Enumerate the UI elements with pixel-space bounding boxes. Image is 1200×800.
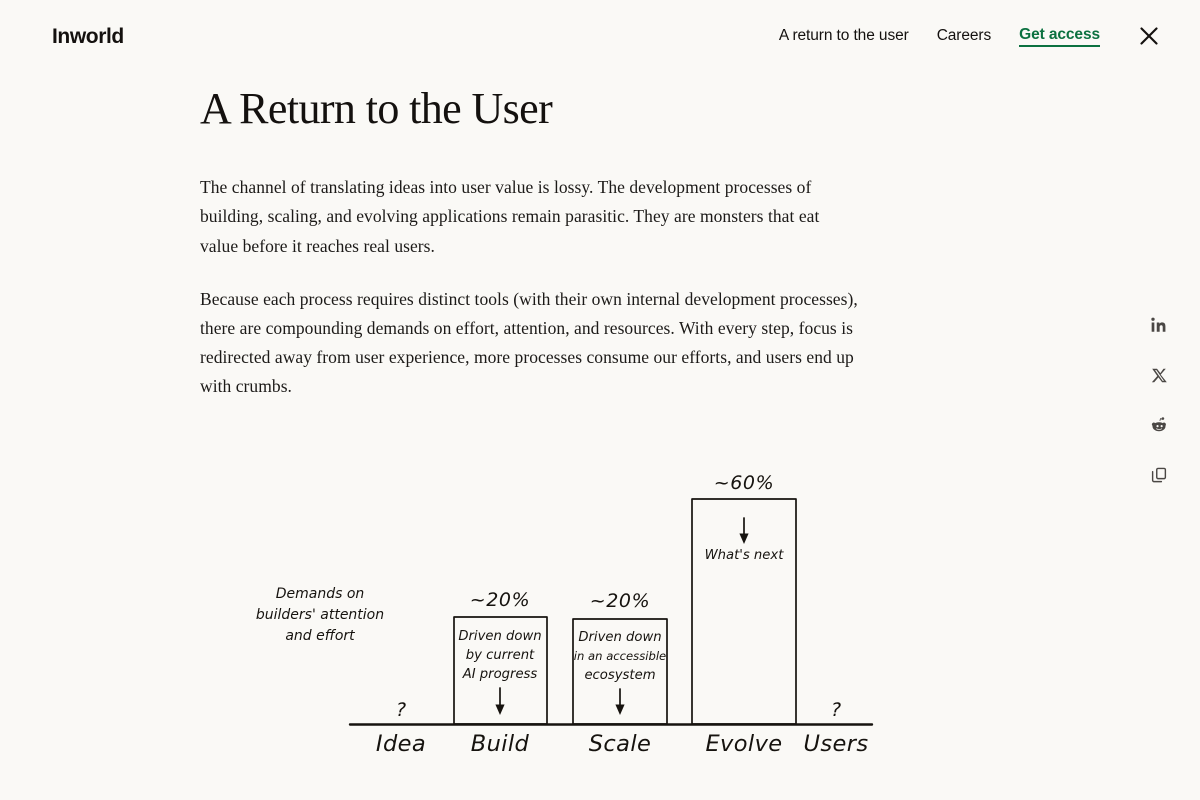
- copy-link-icon: [1150, 466, 1168, 484]
- share-x-button[interactable]: [1146, 362, 1172, 388]
- close-button[interactable]: [1136, 23, 1162, 49]
- reddit-icon: [1150, 416, 1168, 434]
- chart-bar-group-evolve: ~60% What's next Evolve: [691, 472, 797, 757]
- scale-value-label: ~20%: [590, 590, 651, 612]
- scale-note-line-2: in an accessible: [574, 649, 666, 663]
- chart-axis-label: Demands on builders' attention and effor…: [256, 586, 384, 644]
- users-value-label: ?: [831, 699, 841, 721]
- article-body: The channel of translating ideas into us…: [200, 173, 860, 401]
- site-header: Inworld A return to the user Careers Get…: [0, 0, 1200, 72]
- chart-bar-group-idea: ? Idea: [376, 699, 426, 757]
- bar-chart-svg: Demands on builders' attention and effor…: [256, 472, 874, 757]
- page-title: A Return to the User: [200, 84, 553, 133]
- chart-bar-group-build: ~20% Driven down by current AI progress …: [453, 589, 548, 757]
- x-twitter-icon: [1151, 367, 1168, 384]
- article-paragraph-2: Because each process requires distinct t…: [200, 288, 858, 397]
- nav-item-get-access[interactable]: Get access: [1019, 26, 1100, 47]
- build-note-line-1: Driven down: [458, 629, 541, 644]
- category-label-build: Build: [471, 731, 530, 757]
- axis-label-line-2: builders' attention: [256, 607, 384, 623]
- article-content: A Return to the User The channel of tran…: [200, 84, 860, 402]
- bar-chart-figure: Demands on builders' attention and effor…: [240, 456, 920, 776]
- build-value-label: ~20%: [470, 589, 531, 611]
- copy-link-button[interactable]: [1146, 462, 1172, 488]
- scale-note-line-1: Driven down: [578, 630, 661, 645]
- share-linkedin-button[interactable]: [1146, 312, 1172, 338]
- close-icon: [1138, 25, 1160, 47]
- scale-down-arrow-icon: [615, 688, 625, 715]
- main-navigation: A return to the user Careers Get access: [779, 23, 1162, 49]
- category-label-users: Users: [803, 731, 868, 757]
- article-paragraph-1: The channel of translating ideas into us…: [200, 177, 820, 256]
- chart-bar-group-scale: ~20% Driven down in an accessible ecosys…: [572, 590, 668, 757]
- nav-item-careers[interactable]: Careers: [936, 27, 992, 44]
- social-share-rail: [1146, 312, 1172, 488]
- build-down-arrow-icon: [495, 687, 505, 715]
- build-note-line-2: by current: [466, 648, 535, 663]
- evolve-note-line-1: What's next: [705, 548, 785, 563]
- brand-logo[interactable]: Inworld: [52, 24, 124, 48]
- evolve-down-arrow-icon: [739, 517, 749, 544]
- linkedin-icon: [1150, 316, 1168, 334]
- axis-label-line-3: and effort: [285, 628, 355, 644]
- build-note-line-3: AI progress: [462, 667, 538, 682]
- evolve-value-label: ~60%: [714, 472, 775, 494]
- nav-item-a-return-to-the-user[interactable]: A return to the user: [778, 27, 909, 44]
- idea-value-label: ?: [396, 699, 406, 721]
- scale-note-line-3: ecosystem: [584, 668, 655, 683]
- chart-bar-group-users: ? Users: [803, 699, 868, 757]
- axis-label-line-1: Demands on: [276, 586, 365, 602]
- category-label-scale: Scale: [589, 731, 652, 757]
- share-reddit-button[interactable]: [1146, 412, 1172, 438]
- category-label-evolve: Evolve: [705, 731, 782, 757]
- category-label-idea: Idea: [376, 731, 426, 757]
